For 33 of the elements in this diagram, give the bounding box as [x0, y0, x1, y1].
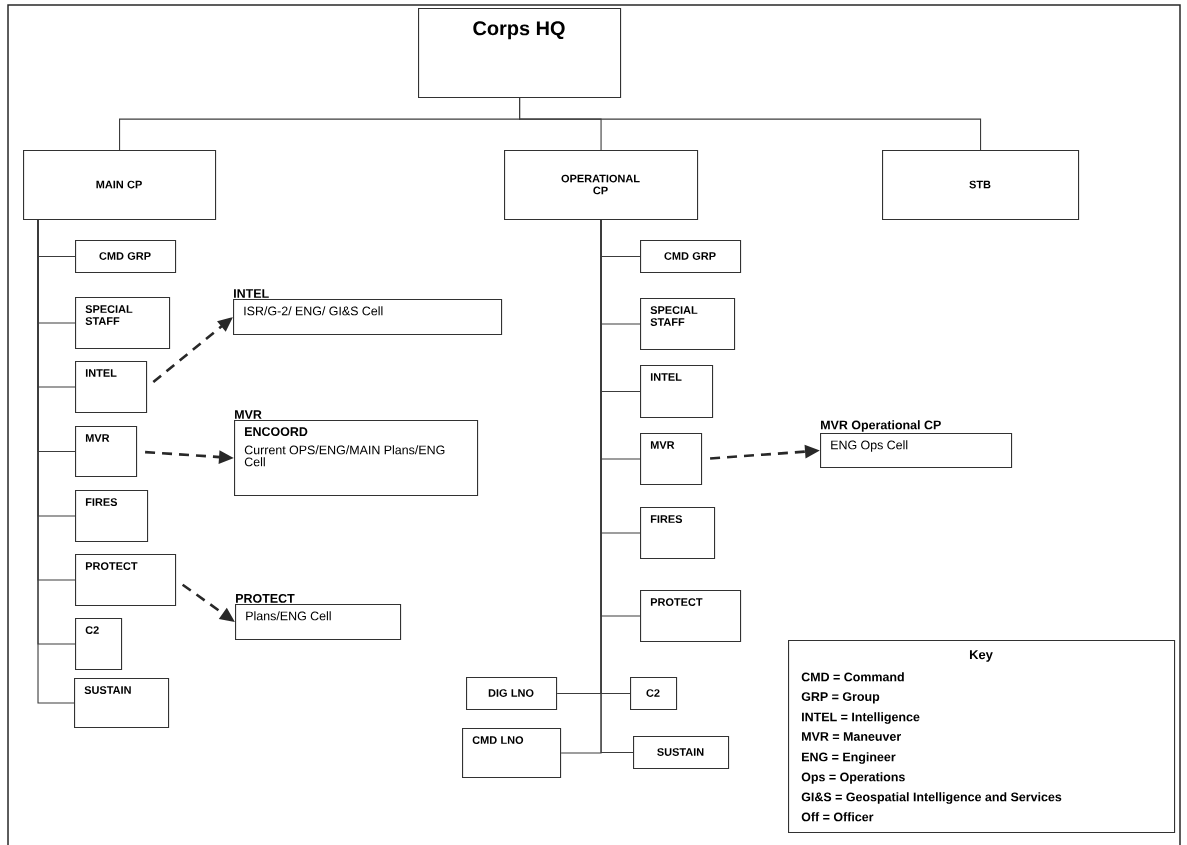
key-box: Key CMD = Command GRP = Group INTEL = Intelligence MVR = Maneuver ENG = Engineer Ops = Operations GI&S = Geospatial Intelligence and Services Off = Officer [788, 640, 1176, 834]
org-box: CMD GRP [75, 240, 177, 274]
org-box: C2 [630, 677, 678, 711]
cell-box: PROTECT Plans/ENG Cell [235, 594, 402, 641]
node-label: INTEL [234, 289, 269, 298]
org-box: SPECIAL STAFF [640, 298, 736, 351]
cell-box: INTEL ISR/G-2/ ENG/ GI&S Cell [233, 289, 503, 336]
org-box: CMD GRP [640, 240, 742, 274]
org-box: OPERATIONAL CP [504, 150, 699, 221]
org-box: FIRES [640, 507, 716, 560]
org-box: SPECIAL STAFF [75, 297, 171, 350]
cell-box: MVR Operational CP ENG Ops Cell [820, 420, 1013, 469]
node-label: MVR [235, 410, 262, 419]
org-box: C2 [75, 618, 123, 671]
org-box: INTEL [75, 361, 148, 414]
org-box: FIRES [75, 490, 149, 543]
org-box: STB [882, 150, 1080, 221]
node-label: MVR Operational CP [821, 420, 941, 432]
org-box: SUSTAIN [74, 678, 170, 729]
connector-line [600, 219, 634, 754]
org-box: SUSTAIN [633, 736, 730, 770]
org-box: INTEL [640, 365, 714, 419]
org-box: CMD LNO [462, 728, 562, 779]
org-box: DIG LNO [466, 677, 558, 711]
node-label: PROTECT [236, 593, 295, 603]
org-box: PROTECT [640, 590, 742, 643]
cell-box: MVR ENCOORD Current OPS/ENG/MAIN Plans/ENG Cell [234, 410, 479, 497]
org-box: MVR [75, 426, 138, 478]
connector-line [519, 97, 982, 151]
org-box: Corps HQ [418, 8, 622, 99]
org-box: PROTECT [75, 554, 177, 607]
org-box: MAIN CP [23, 150, 217, 221]
org-box: MVR [640, 433, 703, 486]
